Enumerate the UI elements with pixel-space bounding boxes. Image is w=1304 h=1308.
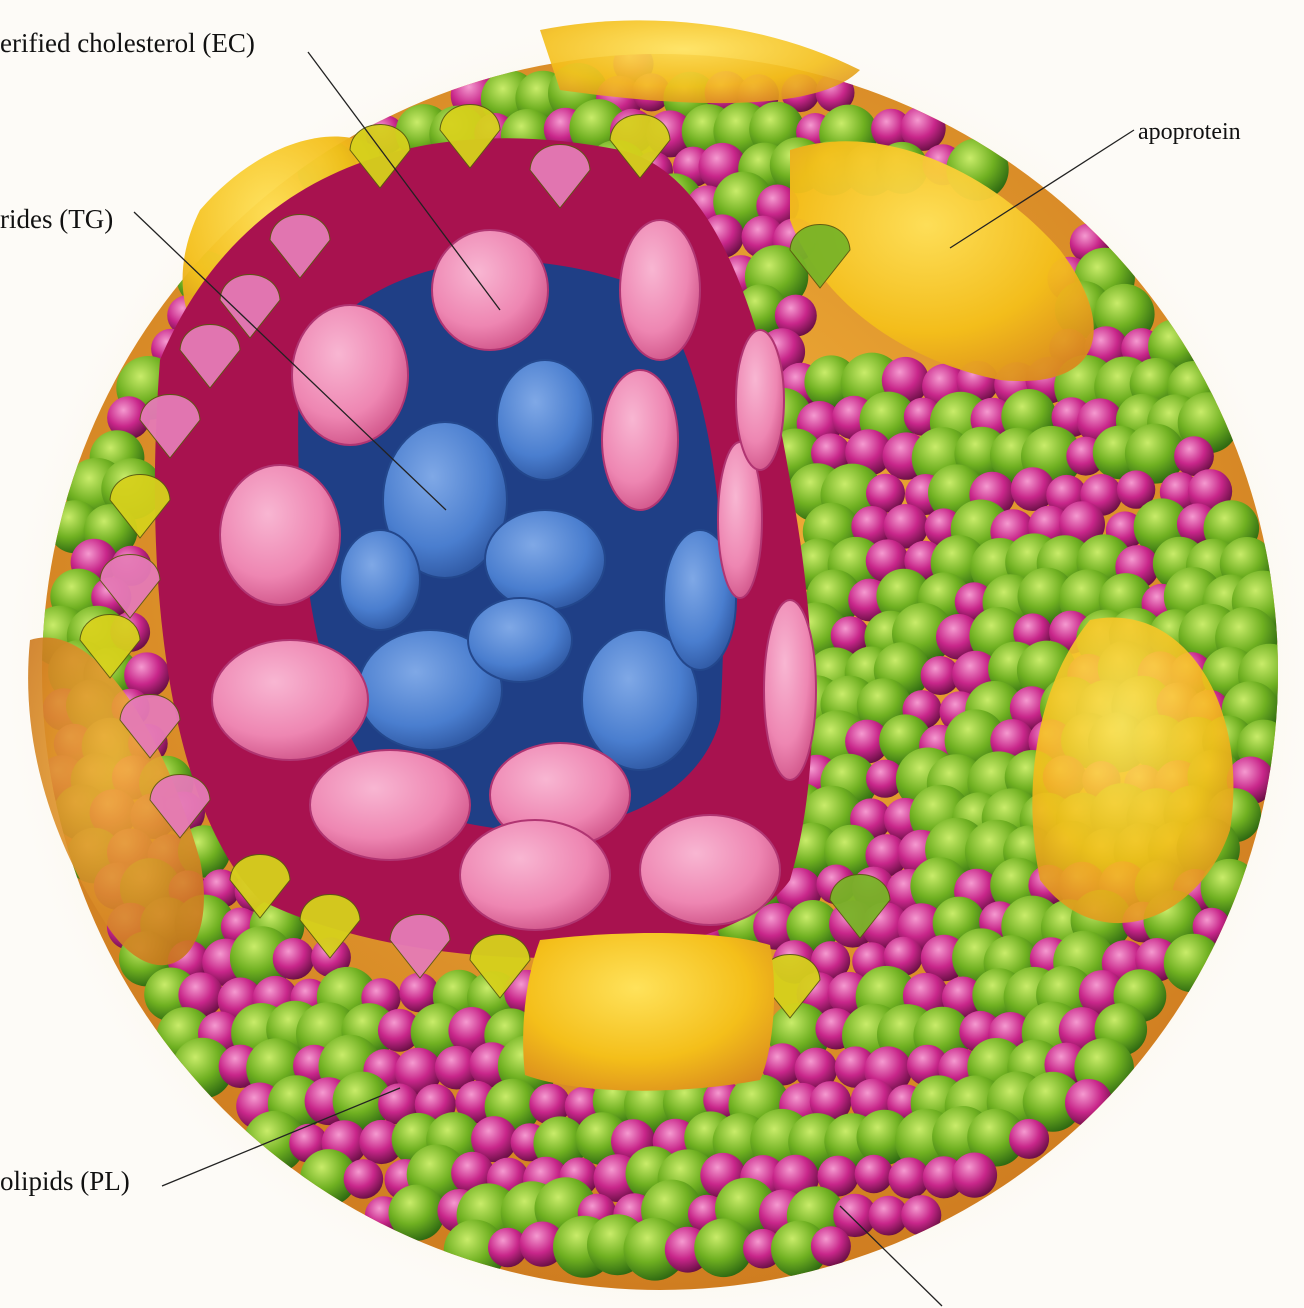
triglyceride-molecule [340,530,420,630]
cholesterol-ester-molecule [764,600,816,780]
triglyceride-molecule [485,510,605,610]
triglyceride-molecule [497,360,593,480]
cholesterol-ester-molecule [212,640,368,760]
cholesterol-ester-molecule [736,330,784,470]
cholesterol-ester-molecule [620,220,700,360]
phospholipid-head-magenta [811,1226,851,1266]
phospholipid-head-magenta [952,1153,997,1198]
cholesterol-ester-molecule [460,820,610,930]
phospholipid-head-magenta [855,1155,893,1193]
cholesterol-ester-molecule [310,750,470,860]
cholesterol-ester-molecule [220,465,340,605]
triglyceride-molecule [468,598,572,682]
phospholipid-head-magenta [1009,1119,1049,1159]
cholesterol-ester-molecule [640,815,780,925]
label-triglycerides: rides (TG) [0,206,113,233]
apoprotein-band-bottom [523,933,774,1091]
label-apoprotein: apoprotein [1138,120,1241,144]
cholesterol-ester-molecule [602,370,678,510]
phospholipid-head-magenta [344,1159,384,1199]
cholesterol-ester-molecule [432,230,548,350]
label-phospholipids: olipids (PL) [0,1168,130,1195]
label-esterified-cholesterol: erified cholesterol (EC) [0,30,255,57]
phospholipid-head-magenta [273,938,315,980]
cholesterol-ester-molecule [292,305,408,445]
